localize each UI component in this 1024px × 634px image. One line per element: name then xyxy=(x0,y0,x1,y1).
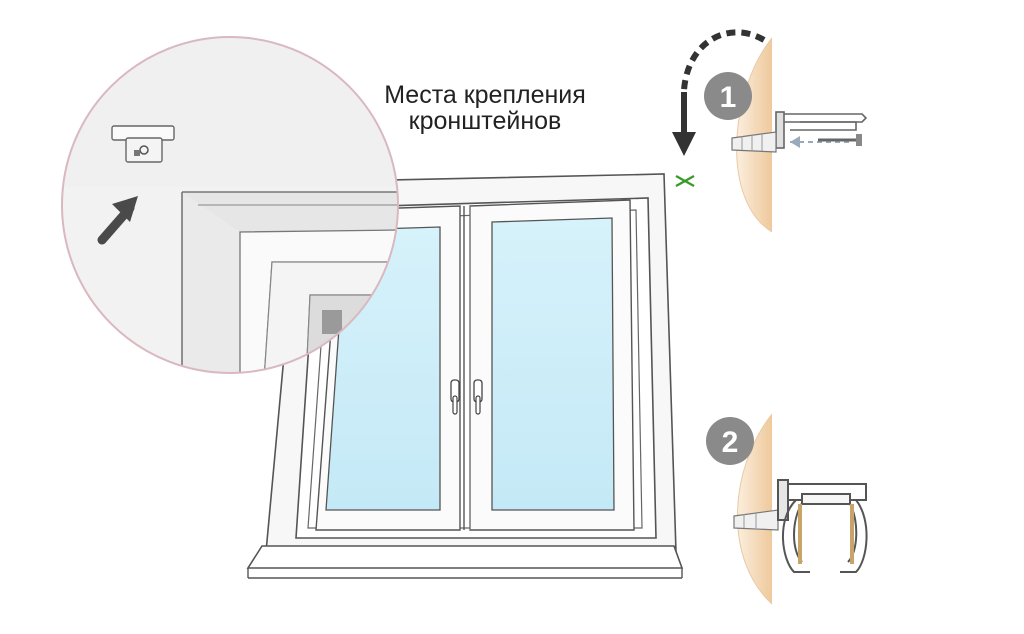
zoom-detail xyxy=(61,36,399,374)
window-sill xyxy=(246,545,684,569)
dowel-icon xyxy=(731,131,777,153)
dowel-icon xyxy=(733,509,779,531)
screw-icon xyxy=(790,134,862,148)
step-1-number: 1 xyxy=(720,81,737,114)
rotate-arrow-icon xyxy=(681,29,766,91)
caption: Места крепления кронштейнов xyxy=(330,82,640,134)
bracket-plate xyxy=(775,111,868,149)
step-1-illustration: 1 xyxy=(672,29,868,233)
caption-line-2: кронштейнов xyxy=(408,107,562,135)
right-glass xyxy=(491,217,615,511)
window-handle-left xyxy=(450,379,460,415)
window-handle-right xyxy=(473,379,483,415)
bracket-icon xyxy=(111,125,175,163)
step-2-illustration: 2 xyxy=(706,413,868,605)
step-2-number: 2 xyxy=(722,426,739,459)
caption-line-1: Места крепления xyxy=(384,81,586,109)
step-2-badge xyxy=(706,417,754,465)
step-1-badge xyxy=(704,72,752,120)
mount-point-mark xyxy=(675,174,695,188)
wall-section xyxy=(737,414,772,604)
arrow-icon xyxy=(97,196,138,245)
